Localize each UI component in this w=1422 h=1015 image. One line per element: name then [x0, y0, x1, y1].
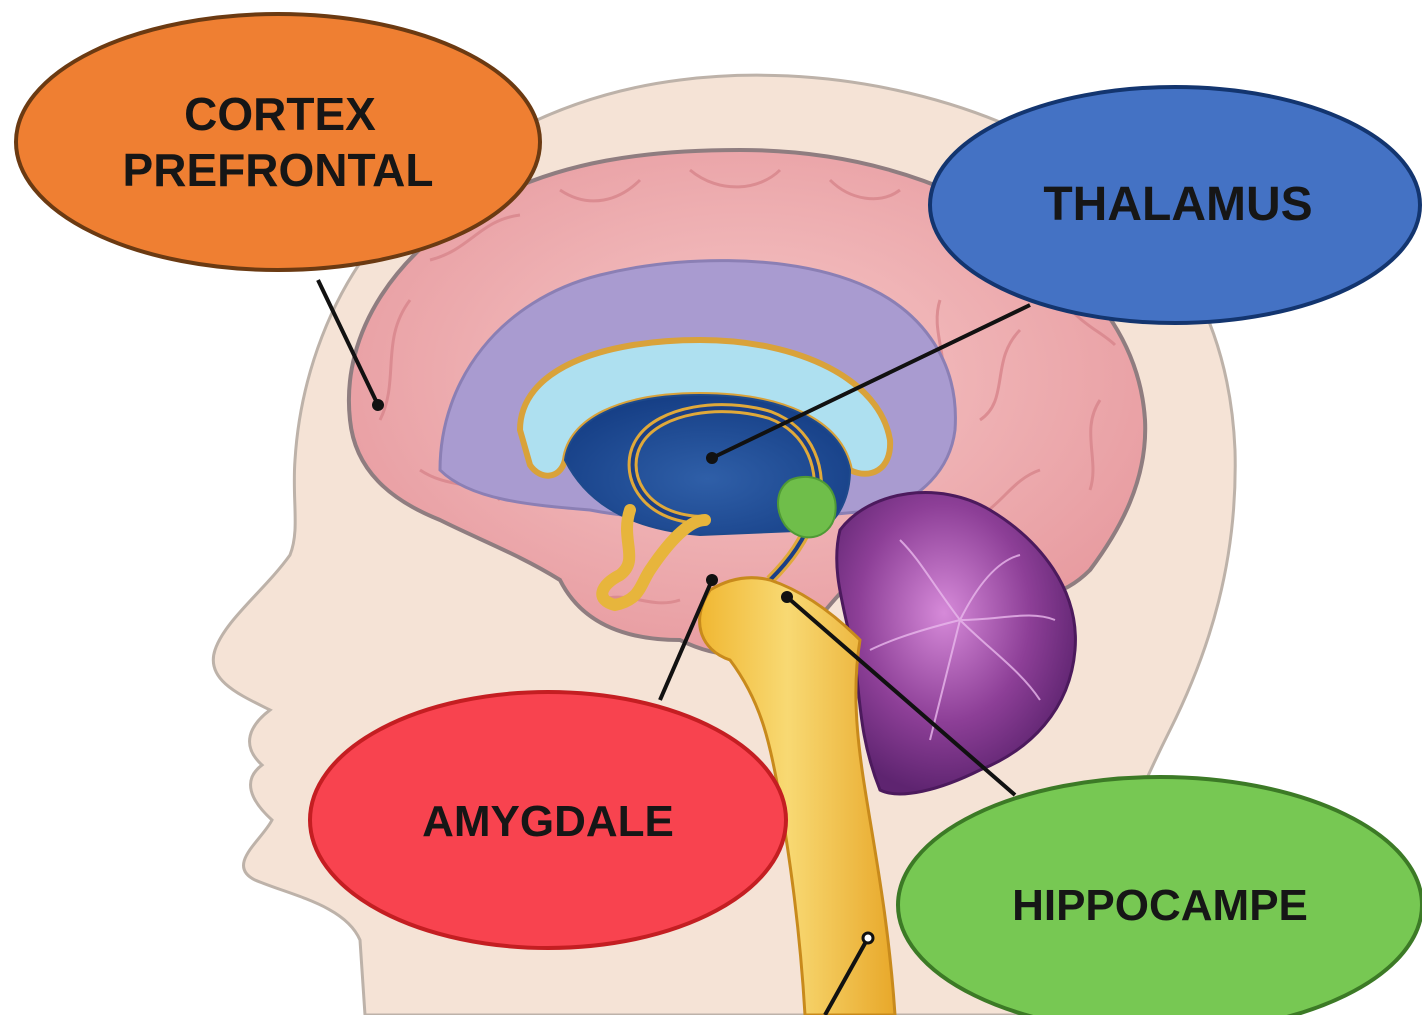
label-prefrontal-line1: CORTEX	[184, 88, 376, 140]
label-prefrontal-line2: PREFRONTAL	[123, 144, 434, 196]
green-structure	[778, 477, 836, 537]
prefrontal-ellipse	[16, 14, 540, 270]
label-thalamus: THALAMUS	[1043, 178, 1312, 231]
label-amygdala: AMYGDALE	[422, 797, 674, 846]
label-hippocampus: HIPPOCAMPE	[1012, 881, 1308, 930]
